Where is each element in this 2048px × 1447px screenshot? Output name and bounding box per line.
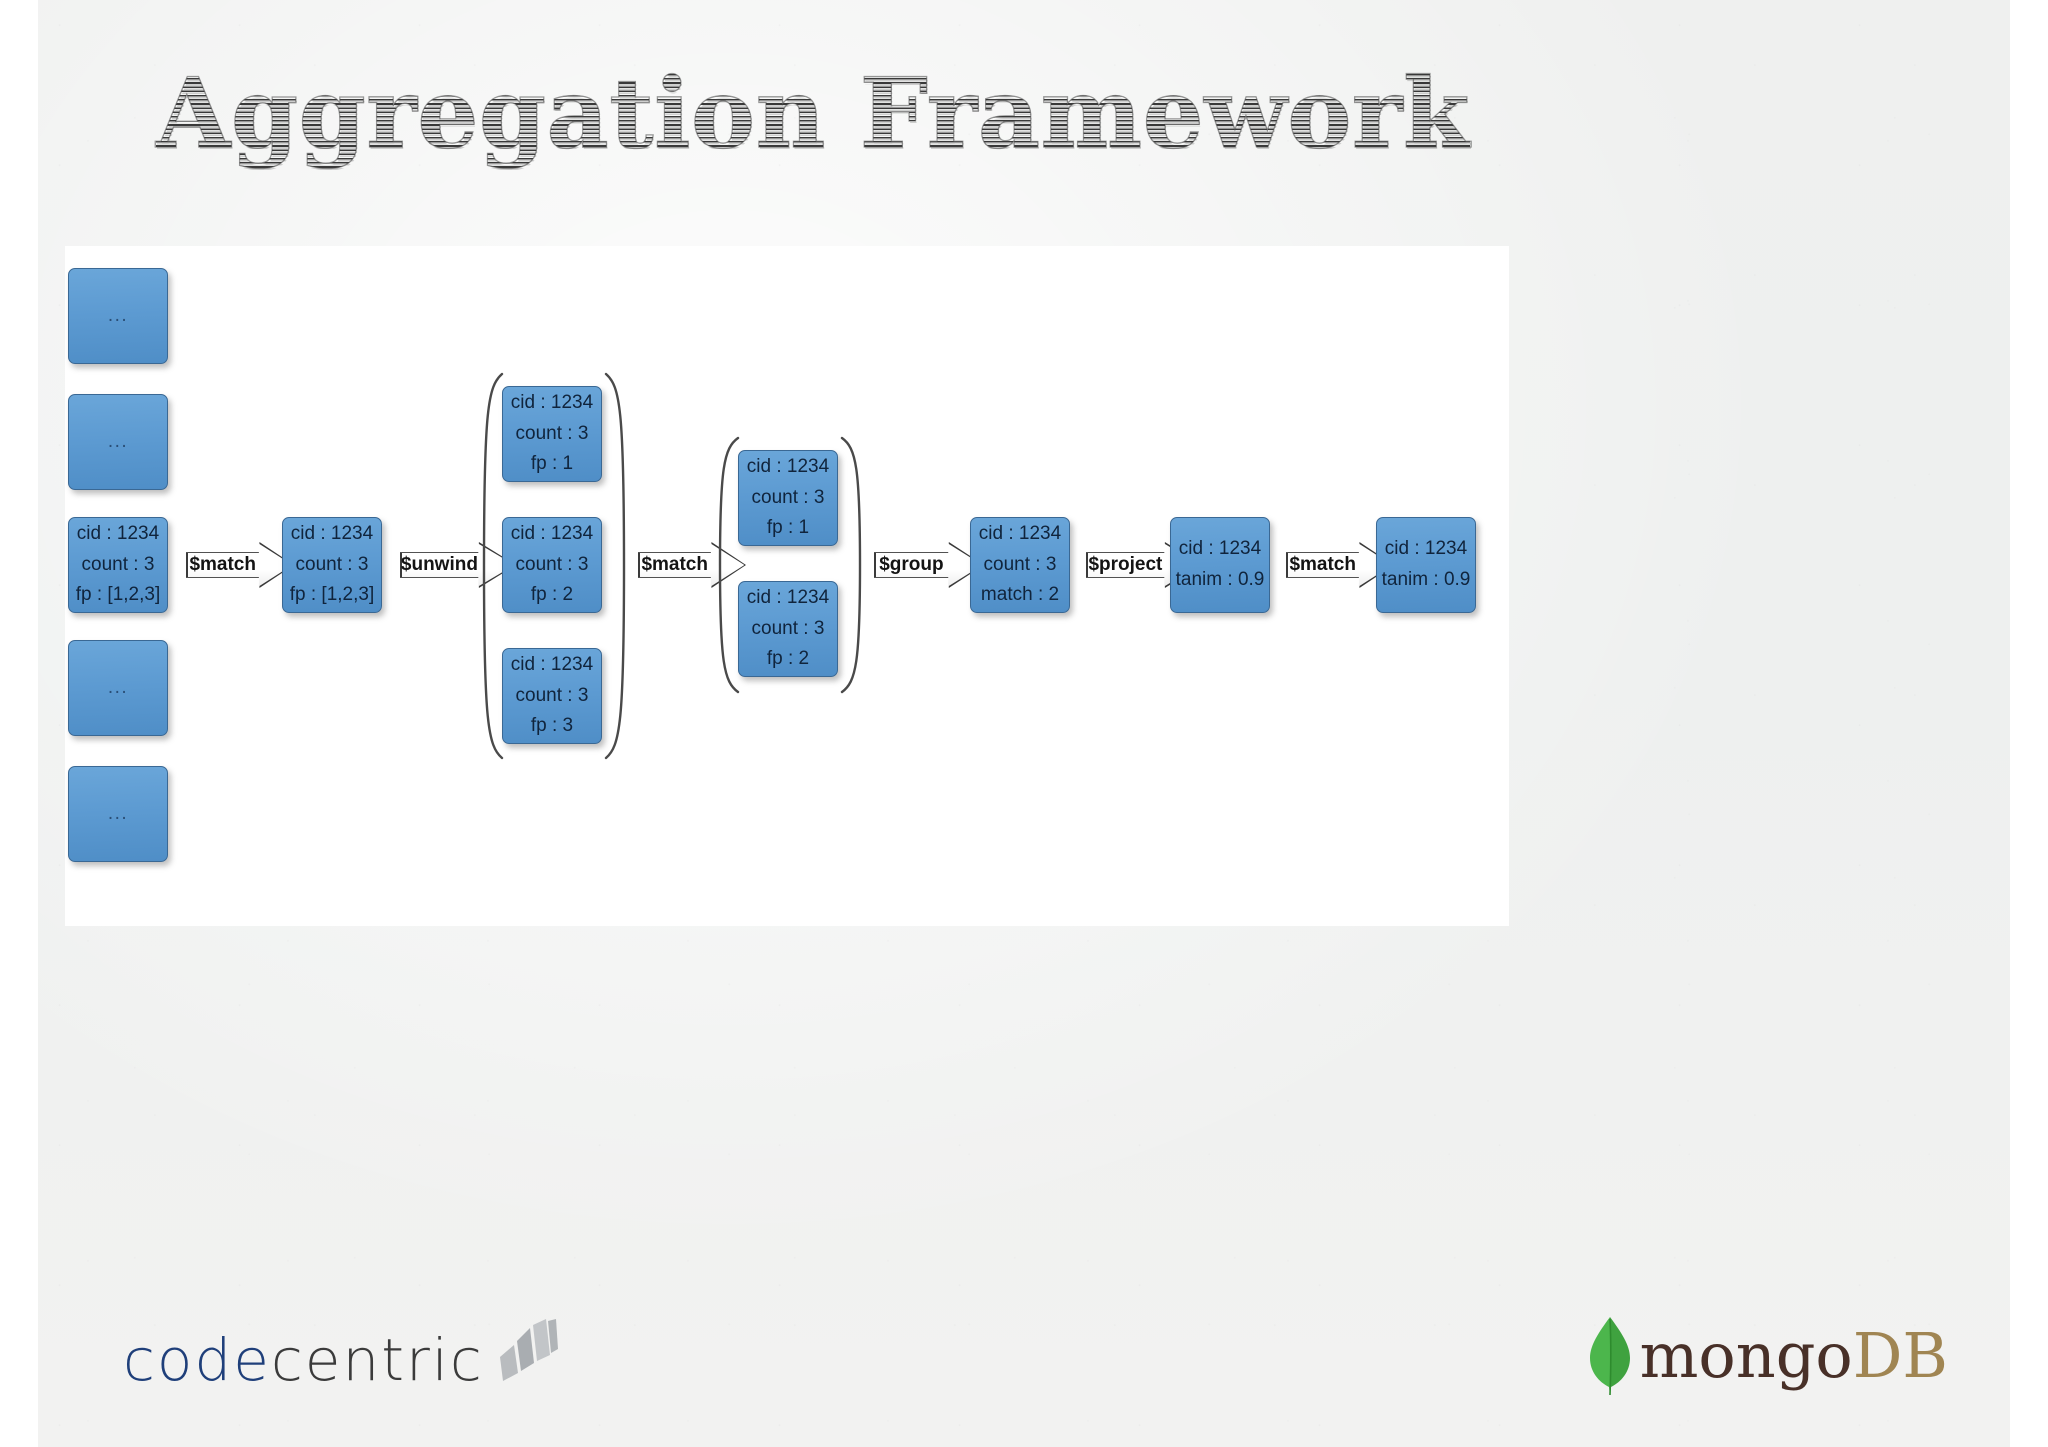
group-bracket-match-2 [716,434,864,696]
document-line: cid : 1234 [1384,538,1468,560]
document-line: cid : 1234 [746,586,830,608]
bracket-icon [482,372,626,760]
document-box-match2-2[interactable]: cid : 1234 count : 3 fp : 2 [738,581,838,677]
document-box-source-4[interactable]: ... [68,640,168,736]
document-line: cid : 1234 [978,522,1062,544]
document-line: count : 3 [515,684,589,706]
document-line: fp : 1 [766,517,810,539]
document-line: tanim : 0.9 [1381,569,1471,590]
document-line: count : 3 [515,422,589,444]
document-box-source-2[interactable]: ... [68,394,168,490]
codecentric-word-centric: centric [270,1326,484,1394]
document-line: match : 2 [980,584,1060,606]
document-line: cid : 1234 [1178,538,1262,560]
document-line: cid : 1234 [746,455,830,477]
operator-label: $match [189,554,256,575]
document-line: fp : [1,2,3] [289,584,375,606]
operator-arrow-group[interactable]: $group [874,542,984,588]
document-line: count : 3 [751,617,825,639]
codecentric-wing-icon [499,1319,558,1381]
document-line: fp : 2 [766,648,810,670]
document-line: fp : [1,2,3] [75,584,161,606]
codecentric-wordmark: codecentric [123,1331,484,1389]
operator-arrow-unwind[interactable]: $unwind [400,542,516,588]
operator-label: $group [879,554,944,575]
document-line: tanim : 0.9 [1175,569,1265,590]
operator-label: $project [1088,554,1163,575]
mongodb-logo: mongoDB [1589,1317,1948,1395]
document-line: fp : 2 [530,584,574,606]
mongodb-leaf-icon [1589,1317,1630,1395]
document-box-after-group[interactable]: cid : 1234 count : 3 match : 2 [970,517,1070,613]
document-line: count : 3 [751,486,825,508]
page-title: Aggregation Framework [156,55,1470,172]
document-box-source-5[interactable]: ... [68,766,168,862]
group-bracket-unwind [480,370,628,762]
document-line: ... [107,802,129,824]
document-box-source-3[interactable]: cid : 1234 count : 3 fp : [1,2,3] [68,517,168,613]
operator-label: $unwind [400,554,478,575]
mongodb-wordmark: mongoDB [1640,1325,1948,1387]
document-line: count : 3 [295,553,369,575]
document-line: cid : 1234 [510,391,594,413]
document-line: fp : 1 [530,453,574,475]
aggregation-pipeline-diagram: ... ... cid : 1234 count : 3 fp : [1,2,3… [38,0,2010,1447]
document-box-final-result[interactable]: cid : 1234 tanim : 0.9 [1376,517,1476,613]
title-area: Aggregation Framework Aggregation Framew… [38,55,2010,205]
mongodb-word-mongo: mongo [1639,1319,1853,1392]
mongodb-word-db: DB [1852,1319,1948,1392]
document-box-source-1[interactable]: ... [68,268,168,364]
document-line: count : 3 [983,553,1057,575]
document-line: ... [107,304,129,326]
operator-label: $match [641,554,708,575]
document-box-unwind-1[interactable]: cid : 1234 count : 3 fp : 1 [502,386,602,482]
document-box-after-project[interactable]: cid : 1234 tanim : 0.9 [1170,517,1270,613]
operator-arrow-match-2[interactable]: $match [638,542,746,588]
document-box-unwind-3[interactable]: cid : 1234 count : 3 fp : 3 [502,648,602,744]
document-box-match2-1[interactable]: cid : 1234 count : 3 fp : 1 [738,450,838,546]
codecentric-word-code: code [123,1326,271,1394]
document-line: ... [107,676,129,698]
operator-arrow-match-1[interactable]: $match [186,542,294,588]
document-line: cid : 1234 [76,522,160,544]
document-line: cid : 1234 [290,522,374,544]
codecentric-logo: codecentric [123,1319,558,1389]
document-line: count : 3 [515,553,589,575]
document-box-unwind-2[interactable]: cid : 1234 count : 3 fp : 2 [502,517,602,613]
operator-label: $match [1289,554,1356,575]
bracket-icon [718,436,862,694]
document-box-after-match-1[interactable]: cid : 1234 count : 3 fp : [1,2,3] [282,517,382,613]
document-line: cid : 1234 [510,653,594,675]
slide-surface: Aggregation Framework Aggregation Framew… [38,0,2010,1447]
document-line: count : 3 [81,553,155,575]
document-line: fp : 3 [530,715,574,737]
document-line: cid : 1234 [510,522,594,544]
document-line: ... [107,430,129,452]
